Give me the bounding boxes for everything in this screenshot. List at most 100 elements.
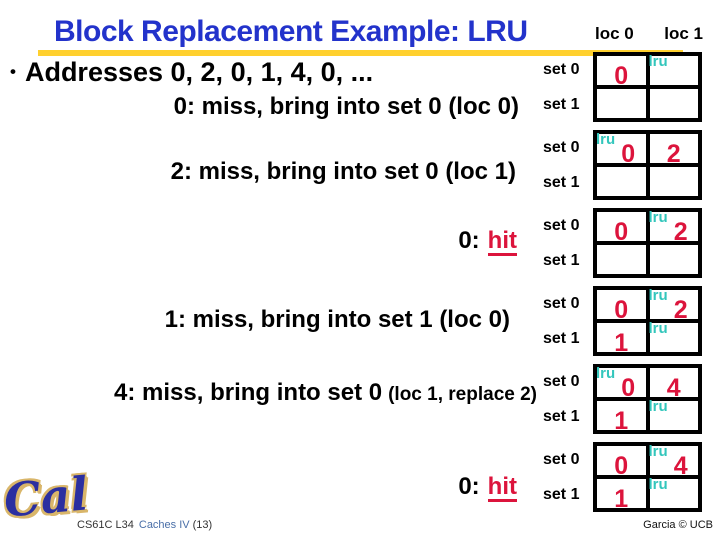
bullet-icon: • xyxy=(10,62,16,81)
cache-cell-set1-loc1: lru xyxy=(648,476,698,508)
lru-tag: lru xyxy=(648,209,668,226)
lru-tag: lru xyxy=(596,365,616,382)
set-row-labels: set 0 set 1 xyxy=(543,286,593,356)
cal-logo: Cal xyxy=(1,466,91,528)
cache-cell-set0-loc1: 2 xyxy=(649,134,698,167)
block-value: 2 xyxy=(673,296,688,324)
set-label: set 0 xyxy=(543,450,580,468)
cache-state-step-5: set 0 set 1 lru 0 4 1 lru xyxy=(543,364,702,434)
cache-cell-set0-loc1: lru 2 xyxy=(648,287,698,323)
footer-credit: Garcia © UCB xyxy=(643,519,713,531)
addresses-text: Addresses 0, 2, 0, 1, 4, 0, ... xyxy=(24,57,374,87)
set-label: set 0 xyxy=(543,60,580,78)
title-underline-bar xyxy=(38,50,683,56)
set-label: set 1 xyxy=(543,407,580,425)
lru-tag: lru xyxy=(596,131,616,148)
cache-cell-set1-loc0: 1 xyxy=(597,323,646,356)
course-code: CS61C L34 xyxy=(77,519,134,531)
cache-cell-set1-loc1: lru xyxy=(648,320,698,352)
cache-cell-set1-loc1 xyxy=(649,167,698,196)
lru-tag: lru xyxy=(648,320,668,337)
loc-column-headers: loc 0 loc 1 xyxy=(595,24,703,44)
lru-tag: lru xyxy=(648,287,668,304)
cache-cell-set0-loc0: 0 xyxy=(597,446,646,479)
lecture-title: Caches IV xyxy=(138,519,190,531)
block-value: 4 xyxy=(666,374,681,402)
cache-cell-set0-loc0: 0 xyxy=(597,290,646,323)
cache-cell-set0-loc0: lru 0 xyxy=(596,365,646,401)
cache-cell-set0-loc0: 0 xyxy=(597,212,646,245)
set-label: set 0 xyxy=(543,216,580,234)
block-value: 0 xyxy=(621,374,636,402)
lru-tag: lru xyxy=(648,443,668,460)
event-miss-4-detail: (loc 1, replace 2) xyxy=(388,384,537,405)
lru-tag: lru xyxy=(648,398,668,415)
block-value: 1 xyxy=(614,407,629,435)
block-value: 0 xyxy=(614,218,629,246)
lru-tag: lru xyxy=(648,476,668,493)
block-value: 1 xyxy=(614,485,629,513)
slide-title: Block Replacement Example: LRU xyxy=(54,15,528,48)
cache-cell-set1-loc0 xyxy=(597,167,646,196)
event-miss-0: 0: miss, bring into set 0 (loc 0) xyxy=(173,93,519,120)
set-label: set 1 xyxy=(543,95,580,113)
cache-table: lru 0 2 xyxy=(593,130,702,200)
lru-tag: lru xyxy=(648,53,668,70)
cache-cell-set1-loc1: lru xyxy=(648,398,698,430)
event-miss-2: 2: miss, bring into set 0 (loc 1) xyxy=(170,158,516,185)
cache-cell-set1-loc1 xyxy=(649,245,698,274)
set-label: set 1 xyxy=(543,173,580,191)
set-label: set 1 xyxy=(543,329,580,347)
hit-prefix: 0: xyxy=(458,227,480,254)
cache-table: 0 lru 2 1 lru xyxy=(593,286,702,356)
cache-cell-set0-loc1: lru 2 xyxy=(648,209,698,245)
set-row-labels: set 0 set 1 xyxy=(543,130,593,200)
set-label: set 0 xyxy=(543,138,580,156)
cache-state-step-3: set 0 set 1 0 lru 2 xyxy=(543,208,702,278)
block-value: 1 xyxy=(614,329,629,357)
block-value: 4 xyxy=(673,452,688,480)
cache-state-step-4: set 0 set 1 0 lru 2 1 lru xyxy=(543,286,702,356)
set-label: set 1 xyxy=(543,251,580,269)
set-row-labels: set 0 set 1 xyxy=(543,442,593,512)
cache-cell-set1-loc0: 1 xyxy=(597,401,646,434)
loc0-header: loc 0 xyxy=(595,24,634,43)
block-value: 2 xyxy=(673,218,688,246)
footer-course-info: CS61C L34 Caches IV(13) xyxy=(77,519,212,531)
cache-cell-set0-loc0: 0 xyxy=(597,56,646,89)
addresses-bullet: • Addresses 0, 2, 0, 1, 4, 0, ... xyxy=(10,57,373,88)
hit-word: hit xyxy=(487,228,517,257)
cache-cell-set0-loc1: lru 4 xyxy=(648,443,698,479)
cache-cell-set1-loc0: 1 xyxy=(597,479,646,512)
set-label: set 0 xyxy=(543,294,580,312)
hit-prefix: 0: xyxy=(458,473,480,500)
cache-table: 0 lru 2 xyxy=(593,208,702,278)
event-miss-4-main: 4: miss, bring into set 0 xyxy=(114,379,383,406)
set-label: set 0 xyxy=(543,372,580,390)
set-label: set 1 xyxy=(543,485,580,503)
block-value: 0 xyxy=(614,296,629,324)
event-miss-1: 1: miss, bring into set 1 (loc 0) xyxy=(164,306,510,333)
set-row-labels: set 0 set 1 xyxy=(543,208,593,278)
cache-cell-set0-loc0: lru 0 xyxy=(596,131,646,167)
cache-cell-set0-loc1: lru xyxy=(648,53,698,85)
block-value: 0 xyxy=(621,140,636,168)
set-row-labels: set 0 set 1 xyxy=(543,52,593,122)
slide-number: (13) xyxy=(192,519,213,531)
cache-cell-set1-loc0 xyxy=(597,89,646,118)
set-row-labels: set 0 set 1 xyxy=(543,364,593,434)
cache-state-step-2: set 0 set 1 lru 0 2 xyxy=(543,130,702,200)
loc1-header: loc 1 xyxy=(664,24,703,43)
cache-cell-set1-loc1 xyxy=(649,89,698,118)
cache-table: lru 0 4 1 lru xyxy=(593,364,702,434)
event-hit-0-second: 0:hit xyxy=(458,473,517,503)
block-value: 2 xyxy=(666,140,681,168)
cache-cell-set1-loc0 xyxy=(597,245,646,274)
event-miss-4: 4: miss, bring into set 0(loc 1, replace… xyxy=(114,379,537,407)
event-hit-0-first: 0: hit xyxy=(458,227,517,257)
